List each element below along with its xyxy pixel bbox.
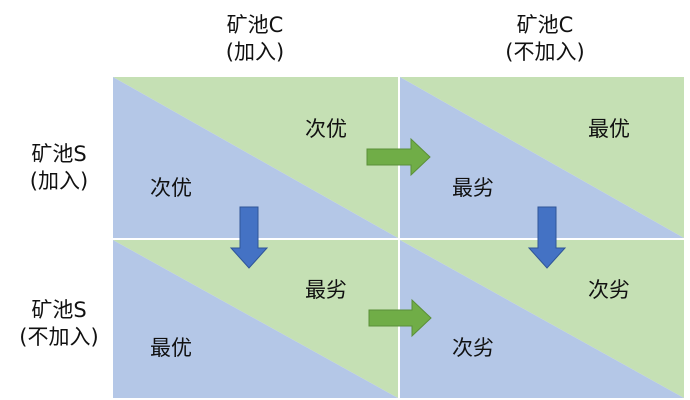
cell-r2c2-top-right-label: 次劣	[588, 278, 630, 302]
cell-r2c1-top-right-label: 最劣	[305, 278, 347, 302]
column-header-c-not-join-line1: 矿池C	[516, 13, 574, 37]
cell-r1c1	[113, 77, 398, 238]
cell-r2c2-blue-triangle	[400, 240, 684, 398]
cell-r2c1-bottom-left-label: 最优	[150, 336, 192, 360]
cell-r2c2-bottom-left-label: 次劣	[452, 336, 494, 360]
row-header-s-not-join-line2: (不加入)	[19, 325, 99, 350]
column-header-c-join-line2: (加入)	[225, 40, 285, 65]
column-header-c-join-line1: 矿池C	[226, 13, 284, 37]
cell-r1c2-bottom-left-label: 最劣	[452, 176, 494, 200]
row-header-s-join: 矿池S (加入)	[5, 141, 113, 196]
cell-r1c1-top-right-label: 次优	[305, 117, 347, 141]
arrow-right-top	[366, 137, 431, 177]
arrow-right-bottom	[368, 298, 432, 338]
row-header-s-not-join: 矿池S (不加入)	[3, 297, 115, 352]
cell-r1c2-top-right-label: 最优	[588, 117, 630, 141]
cell-r1c1-blue-triangle	[113, 77, 398, 238]
arrow-down-right	[527, 206, 567, 269]
cell-r1c1-bottom-left-label: 次优	[150, 176, 192, 200]
column-header-c-join: 矿池C (加入)	[200, 12, 310, 67]
row-header-s-join-line2: (加入)	[29, 169, 89, 194]
cell-r2c2	[400, 240, 684, 398]
column-header-c-not-join: 矿池C (不加入)	[485, 12, 605, 67]
cell-r1c2-blue-triangle	[400, 77, 684, 238]
row-header-s-not-join-line1: 矿池S	[31, 298, 87, 322]
arrow-down-left	[229, 206, 269, 269]
row-header-s-join-line1: 矿池S	[31, 142, 87, 166]
cell-r1c2	[400, 77, 684, 238]
column-header-c-not-join-line2: (不加入)	[505, 40, 585, 65]
cell-r2c1-blue-triangle	[113, 240, 398, 398]
cell-r2c1	[113, 240, 398, 398]
